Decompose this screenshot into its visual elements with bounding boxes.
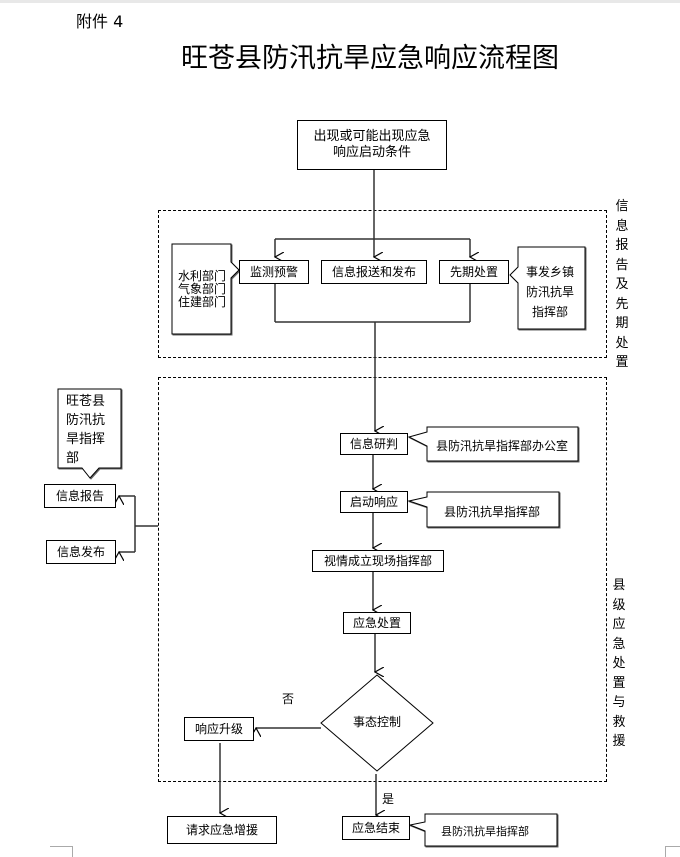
county-hq-note-text: 旺苍县防汛抗旱指挥部 bbox=[66, 394, 106, 466]
edge-label-no: 否 bbox=[282, 692, 295, 706]
start-response-box: 启动响应 bbox=[340, 491, 408, 513]
response-upgrade-box: 响应升级 bbox=[184, 717, 254, 741]
info-publish-text: 信息发布 bbox=[56, 544, 105, 559]
attachment-label: 附件 4 bbox=[76, 12, 124, 31]
response-owner-text: 县防汛抗旱指挥部 bbox=[444, 505, 541, 519]
info-analysis-text: 信息研判 bbox=[349, 436, 398, 451]
info-publish-box: 信息发布 bbox=[46, 540, 116, 564]
field-hq-text: 视情成立现场指挥部 bbox=[323, 553, 432, 568]
info-release-text: 信息报送和发布 bbox=[331, 264, 416, 279]
departments-text: 水利部门 气象部门 住建部门 bbox=[177, 269, 226, 309]
start-response-text: 启动响应 bbox=[349, 494, 398, 509]
info-analysis-box: 信息研判 bbox=[340, 433, 408, 455]
page-title: 旺苍县防汛抗旱应急响应流程图 bbox=[181, 43, 559, 74]
region-info-report bbox=[158, 210, 607, 358]
info-report-text: 信息报告 bbox=[55, 488, 104, 503]
start-condition-text: 出现或可能出现应急响应启动条件 bbox=[313, 128, 431, 160]
township-hq-text: 事发乡镇防汛抗旱指挥部 bbox=[525, 265, 574, 319]
info-release-box: 信息报送和发布 bbox=[321, 260, 427, 284]
analysis-owner-text: 县防汛抗旱指挥部办公室 bbox=[436, 439, 569, 453]
region-info-report-label: 信息报告及先期处置 bbox=[615, 199, 629, 370]
situation-control-text: 事态控制 bbox=[353, 715, 402, 729]
monitor-warning-text: 监测预警 bbox=[249, 264, 298, 279]
early-disposal-text: 先期处置 bbox=[449, 264, 498, 279]
page-corner-mark-right bbox=[665, 846, 680, 857]
emergency-disposal-text: 应急处置 bbox=[352, 615, 401, 630]
request-support-box: 请求应急增援 bbox=[167, 816, 277, 844]
edge-label-yes: 是 bbox=[382, 792, 395, 806]
start-condition-box: 出现或可能出现应急响应启动条件 bbox=[297, 120, 447, 170]
region-county-response bbox=[158, 377, 607, 782]
field-hq-box: 视情成立现场指挥部 bbox=[312, 550, 444, 572]
region-county-response-label: 县级应急处置与救援 bbox=[612, 578, 626, 749]
request-support-text: 请求应急增援 bbox=[185, 822, 258, 837]
page-top-edge bbox=[0, 0, 680, 3]
response-end-text: 应急结束 bbox=[351, 820, 400, 835]
page-corner-mark-left bbox=[50, 846, 73, 857]
response-end-box: 应急结束 bbox=[342, 816, 410, 840]
emergency-disposal-box: 应急处置 bbox=[343, 612, 411, 634]
end-owner-text: 县防汛抗旱指挥部 bbox=[441, 825, 529, 838]
response-upgrade-text: 响应升级 bbox=[194, 721, 243, 736]
info-report-box: 信息报告 bbox=[44, 484, 116, 508]
early-disposal-box: 先期处置 bbox=[439, 260, 509, 284]
monitor-warning-box: 监测预警 bbox=[239, 260, 309, 284]
